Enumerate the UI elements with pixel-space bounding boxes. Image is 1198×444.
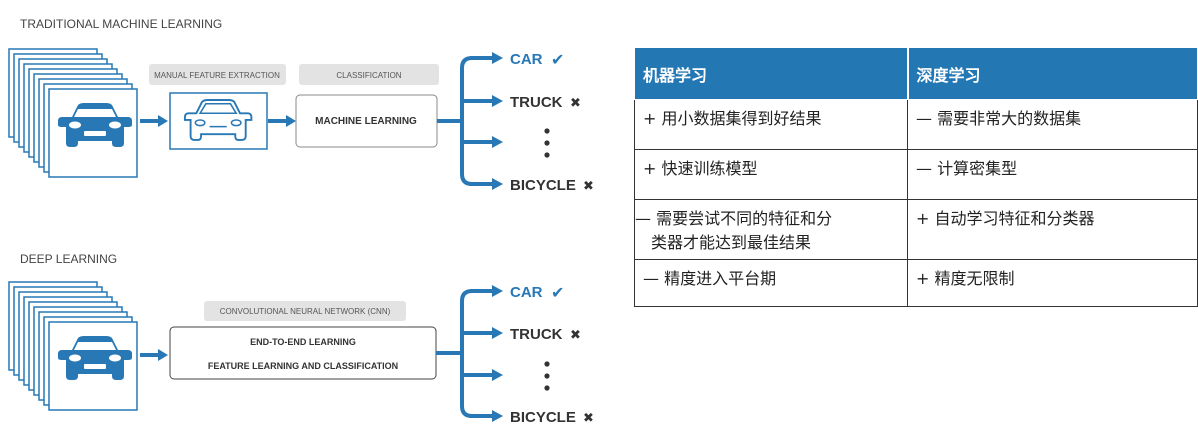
output-bicycle: BICYCLE ✖ (510, 409, 594, 426)
header-machine-learning: 机器学习 (634, 47, 908, 100)
output-truck: TRUCK ✖ (510, 326, 581, 343)
table-cell: + 快速训练模型 (634, 149, 908, 200)
cnn-tag-label: CONVOLUTIONAL NEURAL NETWORK (CNN) (220, 307, 391, 316)
classification-tag (299, 64, 439, 85)
output-car: CAR ✔ (510, 283, 564, 302)
output-label: TRUCK (510, 94, 563, 111)
table-cell: + 精度无限制 (907, 259, 1198, 307)
arrow-icon (492, 52, 503, 190)
feature-learning-label: FEATURE LEARNING AND CLASSIFICATION (208, 361, 398, 371)
input-image-stack (8, 48, 138, 178)
arrow-icon (140, 349, 168, 361)
arrow-icon (268, 115, 296, 127)
check-icon: ✔ (551, 283, 564, 302)
ellipsis-icon (544, 128, 550, 158)
end-to-end-box (169, 326, 437, 380)
comparison-table: 机器学习 深度学习 + 用小数据集得到好结果 — 需要非常大的数据集 + 快速训… (634, 47, 1198, 307)
output-label: CAR (510, 284, 543, 301)
arrow-icon (140, 115, 168, 127)
branch-connector (437, 56, 494, 186)
output-label: BICYCLE (510, 409, 576, 426)
output-car: CAR ✔ (510, 50, 564, 69)
check-icon: ✔ (551, 50, 564, 69)
table-cell: — 计算密集型 (907, 149, 1198, 200)
x-icon: ✖ (583, 179, 594, 194)
output-truck: TRUCK ✖ (510, 94, 581, 111)
table-row: — 精度进入平台期 + 精度无限制 (634, 259, 1198, 307)
deep-learning-title: DEEP LEARNING (20, 252, 117, 266)
table-header-row: 机器学习 深度学习 (634, 47, 1198, 100)
output-label: TRUCK (510, 326, 563, 343)
x-icon: ✖ (570, 96, 581, 111)
x-icon: ✖ (583, 411, 594, 426)
table-cell: — 精度进入平台期 (634, 259, 908, 307)
manual-feature-tag (149, 64, 286, 85)
table-cell: + 用小数据集得到好结果 (634, 99, 908, 150)
ellipsis-icon (544, 361, 550, 391)
car-icon (58, 103, 132, 147)
output-bicycle: BICYCLE ✖ (510, 177, 594, 194)
table-cell: — 需要尝试不同的特征和分 类器才能达到最佳结果 (634, 199, 908, 260)
table-cell: + 自动学习特征和分类器 (907, 199, 1198, 260)
x-icon: ✖ (570, 328, 581, 343)
classification-tag-label: CLASSIFICATION (336, 71, 401, 80)
input-image-stack (8, 281, 138, 411)
ml-vs-dl-diagram: TRADITIONAL MACHINE LEARNING MANUAL FEAT… (8, 17, 594, 426)
table-row: + 用小数据集得到好结果 — 需要非常大的数据集 (634, 99, 1198, 150)
cnn-tag (204, 301, 406, 321)
table-row: — 需要尝试不同的特征和分 类器才能达到最佳结果 + 自动学习特征和分类器 (634, 199, 1198, 260)
traditional-ml-title: TRADITIONAL MACHINE LEARNING (20, 17, 222, 31)
header-deep-learning: 深度学习 (906, 47, 1198, 100)
output-label: CAR (510, 51, 543, 68)
output-label: BICYCLE (510, 177, 576, 194)
arrow-icon (492, 285, 503, 422)
feature-extraction-box (169, 92, 268, 150)
branch-connector (436, 289, 494, 418)
manual-feature-tag-label: MANUAL FEATURE EXTRACTION (154, 71, 280, 80)
table-cell: — 需要非常大的数据集 (907, 99, 1198, 150)
table-row: + 快速训练模型 — 计算密集型 (634, 149, 1198, 200)
machine-learning-label: MACHINE LEARNING (315, 116, 417, 127)
end-to-end-label: END-TO-END LEARNING (250, 337, 356, 347)
car-icon (58, 336, 132, 380)
